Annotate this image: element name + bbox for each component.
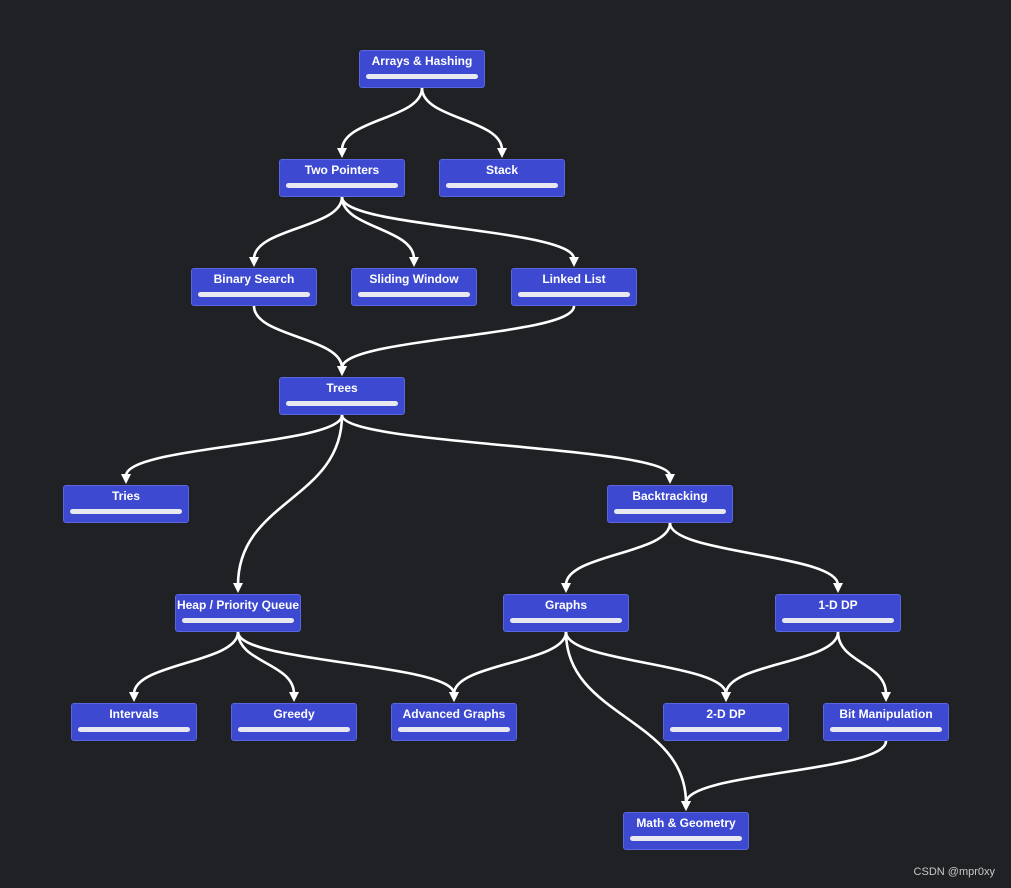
node-two-pointers[interactable]: Two Pointers	[279, 159, 405, 197]
edge-1d-dp-to-2d-dp	[724, 630, 840, 696]
node-label: Heap / Priority Queue	[176, 598, 300, 612]
edge-trees-to-backtracking	[340, 413, 672, 478]
node-label: Binary Search	[213, 272, 295, 286]
arrowhead-backtracking-to-1d-dp	[833, 583, 843, 593]
edge-backtracking-to-1d-dp	[668, 521, 840, 587]
node-label: 1-D DP	[818, 598, 858, 612]
node-heap-priority-queue[interactable]: Heap / Priority Queue	[175, 594, 301, 632]
progress-bar	[446, 183, 558, 188]
arrowhead-1d-dp-to-bit-manipulation	[881, 692, 891, 702]
progress-bar	[782, 618, 894, 623]
arrowhead-heap-priority-queue-to-intervals	[129, 692, 139, 702]
edge-arrays-hashing-to-stack	[420, 86, 504, 152]
edge-backtracking-to-graphs	[564, 521, 672, 587]
node-tries[interactable]: Tries	[63, 485, 189, 523]
edge-graphs-to-math-geometry	[564, 630, 688, 805]
arrowhead-backtracking-to-graphs	[561, 583, 571, 593]
edge-1d-dp-to-bit-manipulation	[836, 630, 888, 696]
node-sliding-window[interactable]: Sliding Window	[351, 268, 477, 306]
edge-graphs-to-2d-dp	[564, 630, 728, 696]
node-label: Two Pointers	[304, 163, 380, 177]
node-label: Intervals	[109, 707, 159, 721]
progress-bar	[182, 618, 294, 623]
progress-bar	[286, 183, 398, 188]
node-label: Backtracking	[632, 489, 708, 503]
node-trees[interactable]: Trees	[279, 377, 405, 415]
arrowhead-linked-list-to-trees	[337, 366, 347, 376]
node-2d-dp[interactable]: 2-D DP	[663, 703, 789, 741]
arrowhead-two-pointers-to-sliding-window	[409, 257, 419, 267]
arrowhead-arrays-hashing-to-two-pointers	[337, 148, 347, 158]
edge-graphs-to-advanced-graphs	[452, 630, 568, 696]
progress-bar	[518, 292, 630, 297]
arrowhead-graphs-to-advanced-graphs	[449, 692, 459, 702]
progress-bar	[614, 509, 726, 514]
node-advanced-graphs[interactable]: Advanced Graphs	[391, 703, 517, 741]
edge-arrays-hashing-to-two-pointers	[340, 86, 424, 152]
edge-two-pointers-to-sliding-window	[340, 195, 416, 261]
node-label: 2-D DP	[706, 707, 746, 721]
node-label: Stack	[485, 163, 519, 177]
node-label: Sliding Window	[369, 272, 459, 286]
arrowhead-two-pointers-to-binary-search	[249, 257, 259, 267]
node-intervals[interactable]: Intervals	[71, 703, 197, 741]
node-label: Tries	[111, 489, 141, 503]
node-label: Trees	[326, 381, 358, 395]
node-label: Math & Geometry	[636, 816, 736, 830]
edge-binary-search-to-trees	[252, 304, 344, 370]
node-label: Graphs	[544, 598, 587, 612]
progress-bar	[670, 727, 782, 732]
arrowhead-trees-to-backtracking	[665, 474, 675, 484]
edge-trees-to-heap-priority-queue	[236, 413, 344, 587]
progress-bar	[630, 836, 742, 841]
node-label: Bit Manipulation	[839, 707, 933, 721]
arrowhead-trees-to-heap-priority-queue	[233, 583, 243, 593]
node-backtracking[interactable]: Backtracking	[607, 485, 733, 523]
node-graphs[interactable]: Graphs	[503, 594, 629, 632]
arrowhead-heap-priority-queue-to-greedy	[289, 692, 299, 702]
progress-bar	[358, 292, 470, 297]
node-bit-manipulation[interactable]: Bit Manipulation	[823, 703, 949, 741]
progress-bar	[198, 292, 310, 297]
node-label: Linked List	[542, 272, 606, 286]
node-label: Greedy	[273, 707, 315, 721]
edge-two-pointers-to-linked-list	[340, 195, 576, 261]
arrowhead-1d-dp-to-2d-dp	[721, 692, 731, 702]
edge-two-pointers-to-binary-search	[252, 195, 344, 261]
node-label: Arrays & Hashing	[371, 54, 473, 68]
arrowhead-two-pointers-to-linked-list	[569, 257, 579, 267]
edge-linked-list-to-trees	[340, 304, 576, 370]
node-linked-list[interactable]: Linked List	[511, 268, 637, 306]
progress-bar	[830, 727, 942, 732]
node-stack[interactable]: Stack	[439, 159, 565, 197]
progress-bar	[78, 727, 190, 732]
node-1d-dp[interactable]: 1-D DP	[775, 594, 901, 632]
node-greedy[interactable]: Greedy	[231, 703, 357, 741]
edge-heap-priority-queue-to-intervals	[132, 630, 240, 696]
node-math-geometry[interactable]: Math & Geometry	[623, 812, 749, 850]
arrowhead-arrays-hashing-to-stack	[497, 148, 507, 158]
edge-heap-priority-queue-to-advanced-graphs	[236, 630, 456, 696]
node-arrays-hashing[interactable]: Arrays & Hashing	[359, 50, 485, 88]
edge-bit-manipulation-to-math-geometry	[684, 739, 888, 805]
edge-trees-to-tries	[124, 413, 344, 478]
progress-bar	[366, 74, 478, 79]
progress-bar	[398, 727, 510, 732]
node-label: Advanced Graphs	[402, 707, 506, 721]
node-binary-search[interactable]: Binary Search	[191, 268, 317, 306]
edge-heap-priority-queue-to-greedy	[236, 630, 296, 696]
watermark-text: CSDN @mpr0xy	[913, 866, 995, 878]
progress-bar	[510, 618, 622, 623]
progress-bar	[286, 401, 398, 406]
progress-bar	[238, 727, 350, 732]
progress-bar	[70, 509, 182, 514]
arrowhead-bit-manipulation-to-math-geometry	[681, 801, 691, 811]
arrowhead-trees-to-tries	[121, 474, 131, 484]
